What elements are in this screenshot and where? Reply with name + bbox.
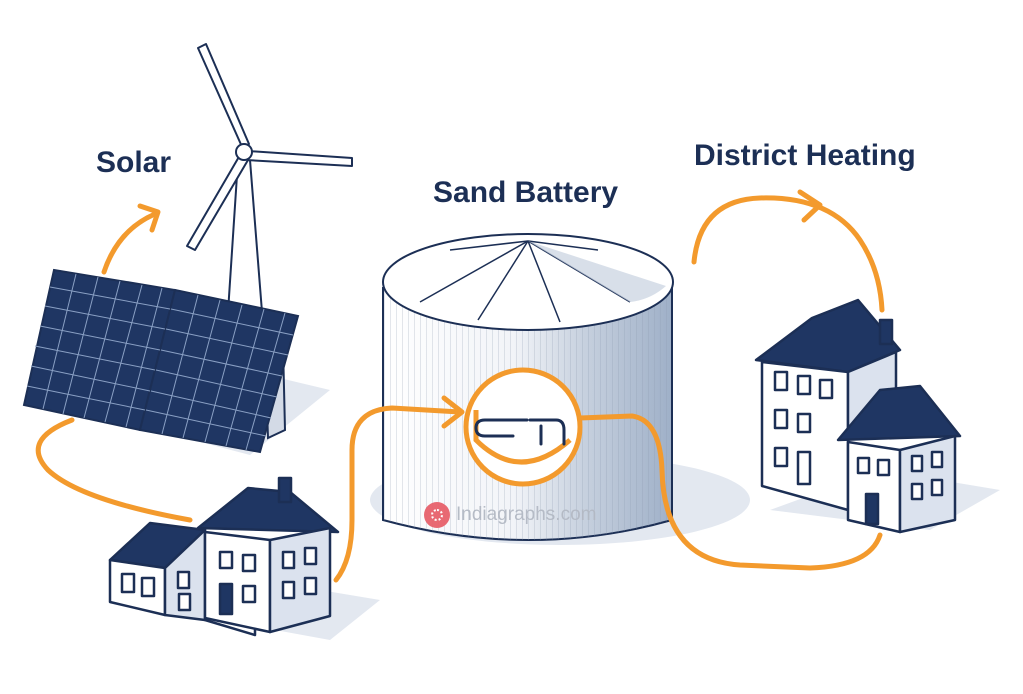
sand-battery-label: Sand Battery <box>433 176 619 209</box>
watermark-text: Indiagraphs.com <box>456 504 597 525</box>
flow-arrow-icon <box>35 189 885 583</box>
solar-label: Solar <box>96 146 172 179</box>
indiagraphs-logo-icon <box>424 502 450 528</box>
heat-exchanger-coil-icon <box>463 367 583 487</box>
watermark: Indiagraphs.com <box>424 502 596 528</box>
solar-panel-icon <box>22 268 300 454</box>
house-icon <box>108 476 340 637</box>
wind-turbine-icon <box>186 43 353 313</box>
house-icon <box>754 298 962 534</box>
district-heating-label: District Heating <box>694 139 916 172</box>
